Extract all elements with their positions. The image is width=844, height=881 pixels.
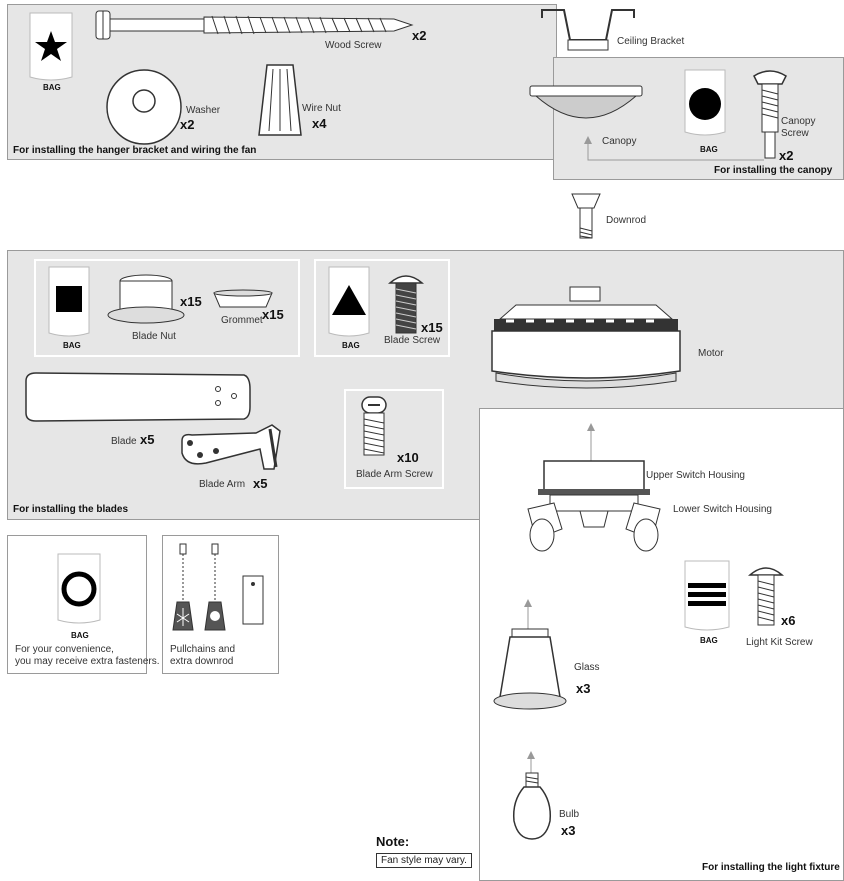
bag-label: BAG — [342, 341, 360, 350]
wood-screw-label: Wood Screw — [325, 40, 382, 51]
bag-label: BAG — [63, 341, 81, 350]
extras-line-1: For your convenience, — [15, 644, 114, 655]
washer-icon — [106, 69, 182, 145]
switch-housing-icon — [527, 460, 661, 552]
arrow-up-icon — [527, 751, 535, 775]
blade-arm-icon — [181, 424, 281, 470]
hanger-panel-caption: For installing the hanger bracket and wi… — [13, 145, 257, 156]
washer-label: Washer — [186, 105, 221, 116]
blade-nut-icon — [107, 274, 185, 324]
light-kit-screw-icon — [748, 567, 784, 626]
blade-arm-screw-label: Blade Arm Screw — [356, 469, 433, 480]
light-fixture-panel: Upper Switch Housing Lower Switch Housin… — [479, 408, 844, 881]
square-bag-icon — [48, 266, 90, 337]
wire-nut-label: Wire Nut — [302, 103, 341, 114]
pullchains-line-1: Pullchains and — [170, 644, 236, 655]
blade-arm-qty: x5 — [253, 476, 268, 491]
canopy-icon — [529, 85, 643, 119]
canopy-screw-icon — [753, 70, 787, 159]
light-kit-screw-label: Light Kit Screw — [746, 637, 813, 648]
bag-label: BAG — [43, 83, 61, 92]
downrod-icon — [571, 193, 601, 239]
pullchain-icon — [172, 543, 194, 631]
light-kit-screw-qty: x6 — [781, 613, 796, 628]
blade-qty: x5 — [140, 432, 155, 447]
note-title: Note: — [376, 834, 410, 849]
wire-nut-icon — [258, 64, 302, 136]
arrow-up-icon — [524, 599, 532, 629]
wood-screw-qty: x2 — [412, 28, 427, 43]
extra-downrod-icon — [242, 575, 264, 625]
pullchains-panel: Pullchains and extra downrod — [162, 535, 279, 674]
bag-label: BAG — [700, 636, 718, 645]
ceiling-bracket-label: Ceiling Bracket — [617, 36, 685, 47]
canopy-panel: Canopy BAG Canopy Screw x2 For installin… — [529, 57, 844, 180]
blades-panel-caption: For installing the blades — [13, 504, 129, 515]
extras-line-2: you may receive extra fasteners. — [15, 656, 160, 667]
canopy-screw-label: Canopy Screw — [781, 116, 816, 139]
canopy-screw-qty: x2 — [779, 148, 794, 163]
blade-screw-label: Blade Screw — [384, 335, 441, 346]
bulb-label: Bulb — [559, 809, 580, 820]
blade-nut-group — [34, 259, 300, 357]
canopy-label: Canopy — [602, 136, 637, 147]
grommet-label: Grommet — [221, 315, 263, 326]
glass-label: Glass — [574, 662, 600, 673]
circle-bag-icon — [684, 69, 726, 136]
blade-arm-screw-icon — [361, 396, 387, 456]
downrod-label: Downrod — [606, 215, 647, 226]
wire-nut-qty: x4 — [312, 116, 327, 131]
motor-label: Motor — [698, 348, 724, 359]
glass-qty: x3 — [576, 681, 591, 696]
motor-icon — [491, 286, 681, 389]
blade-screw-icon — [388, 275, 424, 334]
bulb-icon — [512, 772, 552, 840]
ring-bag-icon — [57, 553, 101, 624]
washer-qty: x2 — [180, 117, 195, 132]
arrow-up-icon — [587, 423, 595, 463]
blade-screw-group — [314, 259, 450, 357]
ceiling-bracket-icon — [541, 9, 635, 51]
bag-label: BAG — [700, 145, 718, 154]
wood-screw-icon — [95, 10, 414, 40]
pullchain-icon — [204, 543, 226, 631]
blade-arm-screw-group — [344, 389, 444, 489]
star-bag-icon — [29, 12, 73, 81]
blade-nut-qty: x15 — [180, 294, 202, 309]
grommet-qty: x15 — [262, 307, 284, 322]
blade-icon — [25, 372, 251, 422]
extra-fasteners-panel: BAG For your convenience, you may receiv… — [7, 535, 160, 674]
blade-nut-label: Blade Nut — [132, 331, 176, 342]
glass-icon — [493, 628, 567, 710]
bag-label: BAG — [71, 631, 89, 640]
arrow-up-icon — [584, 136, 764, 161]
light-panel-caption: For installing the light fixture — [702, 862, 840, 873]
lines-bag-icon — [684, 560, 730, 631]
lower-switch-housing-label: Lower Switch Housing — [673, 504, 772, 515]
pullchains-line-2: extra downrod — [170, 656, 234, 667]
note-box: Fan style may vary. — [376, 853, 472, 868]
blade-label: Blade — [111, 436, 137, 447]
blade-arm-screw-qty: x10 — [397, 450, 419, 465]
hanger-bracket-panel: BAG Wood Screw x2 Washer x2 Wire Nut x4 … — [7, 4, 557, 160]
blade-arm-label: Blade Arm — [199, 479, 246, 490]
bulb-qty: x3 — [561, 823, 576, 838]
canopy-panel-caption: For installing the canopy — [714, 165, 833, 176]
triangle-bag-icon — [328, 266, 370, 337]
grommet-icon — [213, 289, 273, 308]
upper-switch-housing-label: Upper Switch Housing — [646, 470, 745, 481]
blade-screw-qty: x15 — [421, 320, 443, 335]
